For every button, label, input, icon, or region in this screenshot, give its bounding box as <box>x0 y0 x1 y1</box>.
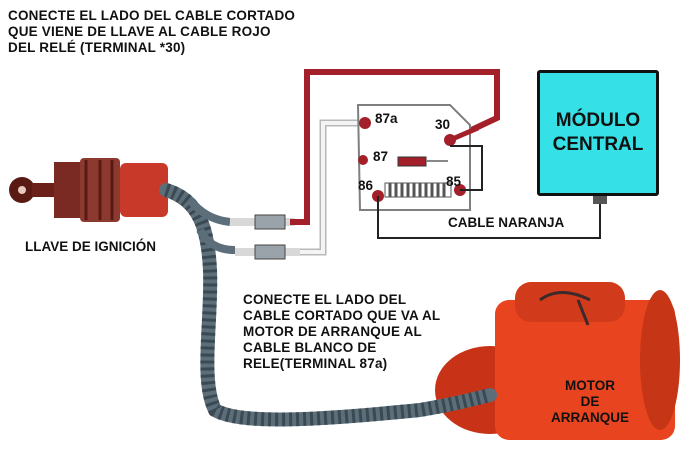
wiring-harness <box>159 183 497 427</box>
terminal-85-label: 85 <box>446 174 462 189</box>
cut-wire-splices <box>230 214 300 260</box>
orange-cable-to-module <box>377 196 601 239</box>
starter-motor-drawing <box>435 282 680 440</box>
orange-cable-label: CABLE NARANJA <box>448 215 565 230</box>
central-module-box: MÓDULO CENTRAL <box>537 70 659 196</box>
relay-terminals: 87a 30 87 86 85 <box>358 111 479 202</box>
instruction-note-middle: CONECTE EL LADO DEL CABLE CORTADO QUE VA… <box>243 292 441 371</box>
terminal-87-label: 87 <box>373 149 388 164</box>
ignition-key-drawing <box>9 158 168 222</box>
instruction-note-top: CONECTE EL LADO DEL CABLE CORTADO QUE VI… <box>8 8 296 55</box>
terminal-30-label: 30 <box>435 117 450 132</box>
relay-ground-wire <box>450 145 483 191</box>
ignition-key-label: LLAVE DE IGNICIÓN <box>25 239 157 254</box>
terminal-87a-label: 87a <box>375 111 398 126</box>
relay-coil <box>384 182 452 198</box>
terminal-86-label: 86 <box>358 178 374 193</box>
starter-motor-label: MOTOR DE ARRANQUE <box>550 378 629 425</box>
red-wire-to-terminal-30 <box>290 69 500 225</box>
